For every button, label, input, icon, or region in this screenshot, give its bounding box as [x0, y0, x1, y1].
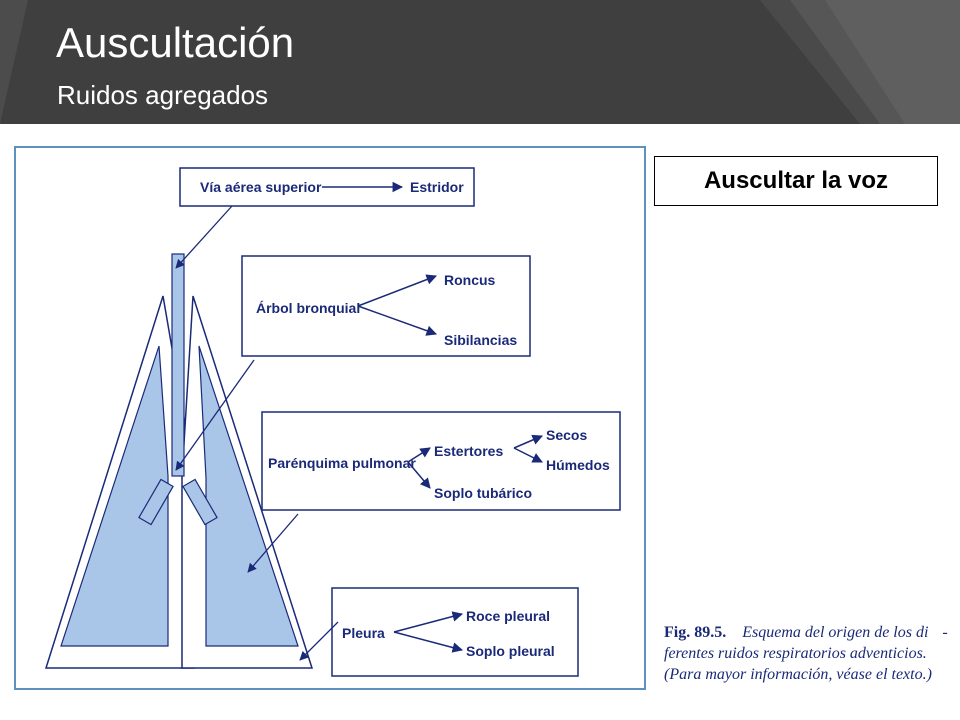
bronchus-right: [182, 478, 218, 526]
auscultar-voz-box: Auscultar la voz: [654, 156, 938, 206]
label-secos: Secos: [546, 427, 587, 443]
label-soplo-tubarico: Soplo tubárico: [434, 485, 532, 501]
box-via-aerea: Vía aérea superior Estridor: [179, 167, 475, 207]
page-subtitle: Ruidos agregados: [57, 80, 269, 110]
label-pleura: Pleura: [342, 625, 385, 641]
caption-line-2: ferentes ruidos respiratorios adventicio…: [664, 645, 927, 662]
caption-line-1: Esquema del origen de los di: [742, 624, 929, 641]
header-bar: Auscultación Ruidos agregados: [0, 0, 960, 124]
box-arbol-bronquial: Árbol bronquial Roncus Sibilancias: [241, 255, 531, 357]
caption-dash: -: [942, 624, 948, 641]
page-title: Auscultación: [56, 19, 295, 66]
box-parenquima: Parénquima pulmonar Estertores Soplo tub…: [261, 411, 621, 511]
bronchus-left: [138, 478, 174, 526]
label-parenquima: Parénquima pulmonar: [268, 455, 416, 471]
diagram-figure: Vía aérea superior Estridor Árbol bronqu…: [14, 146, 646, 690]
label-roce-pleural: Roce pleural: [466, 608, 550, 624]
pointer-pleura: [299, 621, 339, 661]
label-soplo-pleural: Soplo pleural: [466, 643, 555, 659]
caption-line-3: (Para mayor información, véase el texto.…: [664, 666, 932, 683]
lung-right: [181, 295, 314, 669]
figure-caption: Fig. 89.5. Esquema del origen de los di-…: [664, 622, 948, 685]
lung-left: [44, 295, 195, 669]
caption-fig-label: Fig. 89.5.: [664, 624, 727, 641]
auscultar-voz-label: Auscultar la voz: [703, 167, 889, 194]
pointer-parenquima: [247, 513, 299, 573]
label-roncus: Roncus: [444, 272, 496, 288]
pointer-via-aerea: [175, 205, 233, 269]
label-via-aerea: Vía aérea superior: [200, 179, 322, 195]
pointer-arbol-bronquial: [175, 359, 255, 471]
respiratory-sounds-diagram: Vía aérea superior Estridor Árbol bronqu…: [44, 167, 621, 677]
label-arbol-bronquial: Árbol bronquial: [256, 300, 360, 316]
label-estridor: Estridor: [410, 179, 464, 195]
box-pleura: Pleura Roce pleural Soplo pleural: [331, 587, 579, 677]
header-decoration: [0, 0, 960, 124]
label-estertores: Estertores: [434, 443, 503, 459]
label-humedos: Húmedos: [546, 457, 610, 473]
label-sibilancias: Sibilancias: [444, 332, 517, 348]
trachea: [171, 253, 185, 477]
